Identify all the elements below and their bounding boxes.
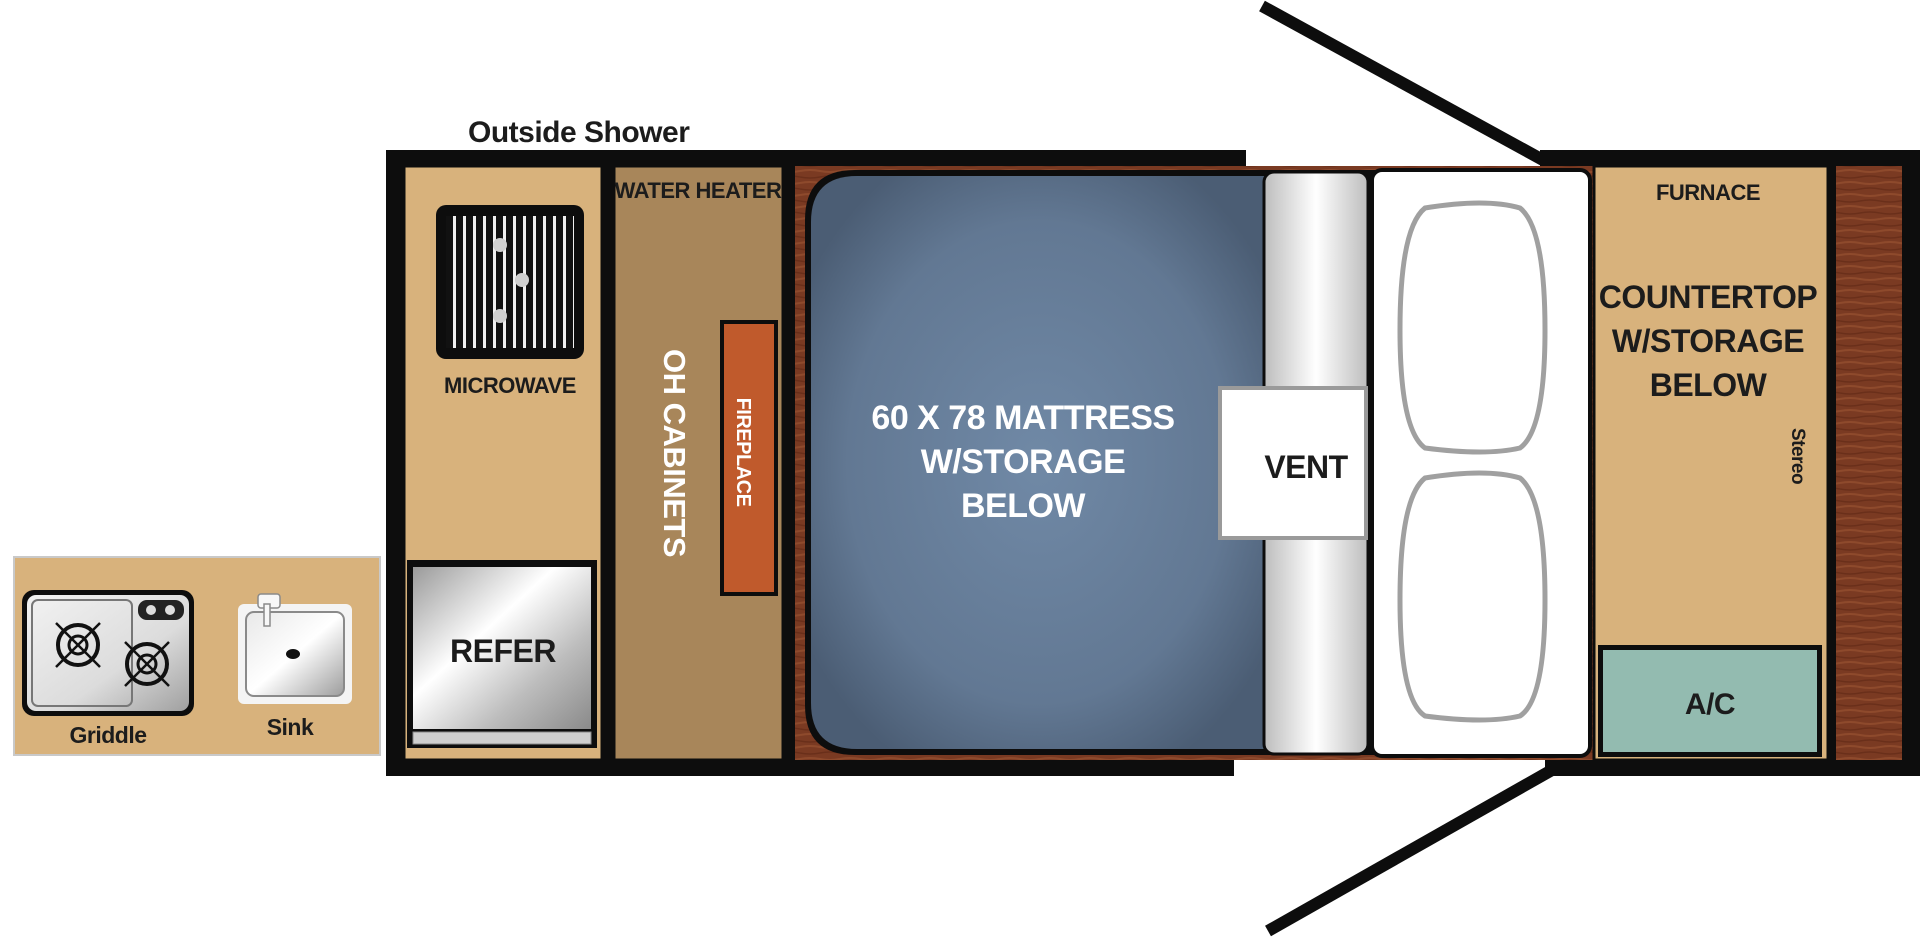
fireplace: FIREPLACE — [720, 320, 778, 596]
oh-cabinets: WATER HEATER OH CABINETS FIREPLACE — [612, 164, 795, 762]
rear-wood-divider — [1828, 166, 1836, 760]
fireplace-label: FIREPLACE — [732, 398, 754, 507]
furnace-label: FURNACE — [1656, 180, 1760, 205]
seating — [1370, 168, 1592, 758]
refrigerator-icon — [407, 560, 597, 748]
stereo-label: Stereo — [1787, 428, 1808, 484]
outside-kitchen: Griddle Sink — [13, 556, 381, 756]
door-top-line — [1259, 0, 1555, 171]
body-wall-left — [386, 150, 404, 776]
mattress: 60 X 78 MATTRESS W/STORAGE BELOW — [805, 170, 1385, 755]
body-wall-top — [386, 150, 1246, 166]
griddle-label: Griddle — [69, 722, 146, 748]
body-wall-bottom-right — [1545, 760, 1920, 776]
stove-icon — [22, 590, 194, 716]
microwave-icon — [436, 205, 584, 359]
vent-label: VENT — [1264, 449, 1348, 485]
vent-strip: VENT — [1218, 170, 1370, 756]
water-heater-label: WATER HEATER — [615, 178, 782, 203]
microwave-label: MICROWAVE — [444, 373, 576, 398]
door-bottom-line — [1265, 764, 1555, 937]
outside-shower-label: Outside Shower — [468, 116, 690, 149]
galley-cabinet: MICROWAVE REFER — [402, 164, 614, 762]
countertop-label-line-3: BELOW — [1650, 367, 1768, 403]
seat-bottom — [1397, 470, 1548, 723]
mattress-label-line-1: 60 X 78 MATTRESS — [871, 399, 1174, 437]
oh-cabinets-label: OH CABINETS — [657, 349, 692, 557]
seat-top — [1397, 200, 1548, 455]
body-wall-right — [1902, 150, 1920, 776]
ac-label: A/C — [1685, 688, 1735, 721]
vent — [1218, 386, 1368, 540]
mattress-label-line-2: W/STORAGE — [921, 443, 1126, 481]
refer-label: REFER — [450, 633, 556, 669]
ac-unit: A/C — [1598, 645, 1822, 757]
body-wall-top-right — [1540, 150, 1920, 166]
sink-icon — [238, 593, 352, 704]
body-wall-bottom — [386, 760, 1234, 776]
sink-label: Sink — [267, 714, 314, 740]
mattress-label-line-3: BELOW — [961, 487, 1086, 525]
rear-wood-panel — [1834, 166, 1902, 760]
countertop-label-line-2: W/STORAGE — [1612, 323, 1804, 359]
countertop-label-line-1: COUNTERTOP — [1599, 279, 1818, 315]
countertop: FURNACE COUNTERTOP W/STORAGE BELOW Stere… — [1592, 164, 1830, 762]
